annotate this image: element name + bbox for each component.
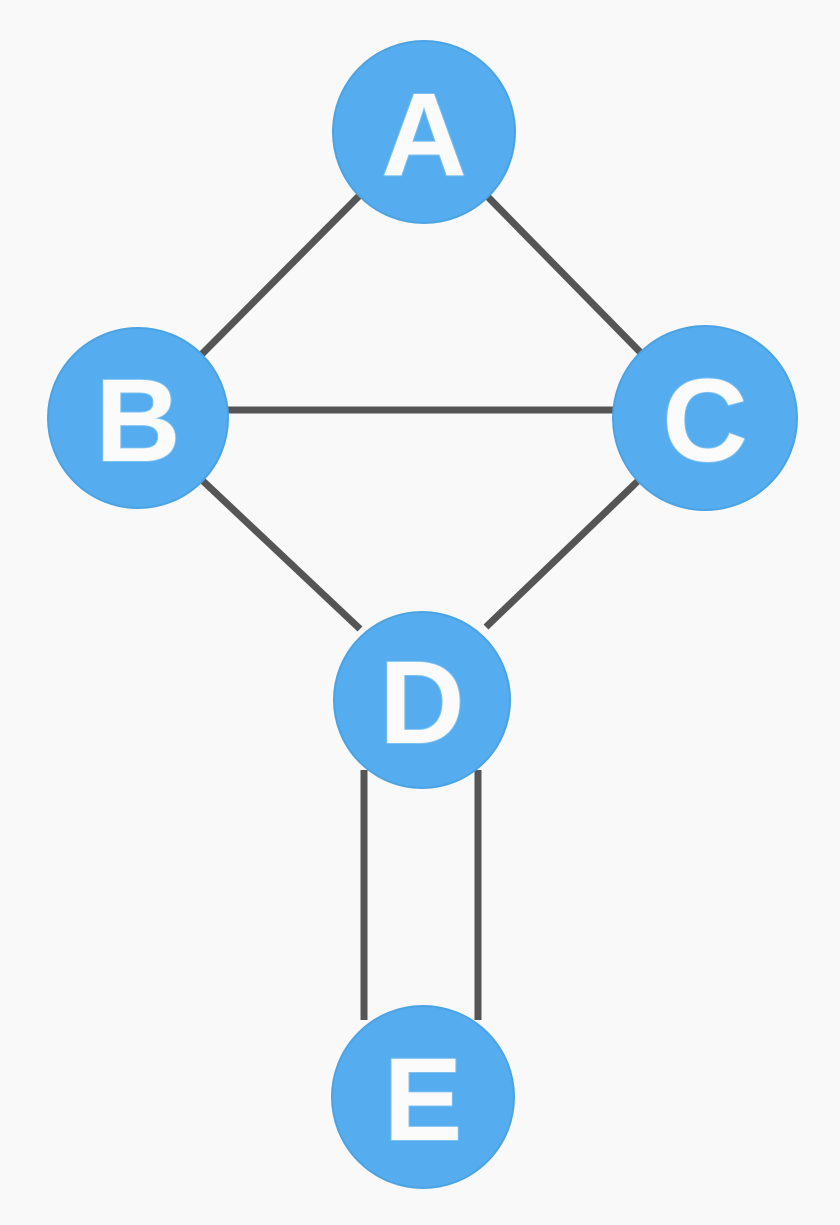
graph-edge-a-b <box>199 193 362 357</box>
graph-node-e[interactable]: E <box>331 1005 515 1189</box>
graph-node-c[interactable]: C <box>612 325 798 511</box>
node-circle-e[interactable] <box>331 1005 515 1189</box>
graph-node-a[interactable]: A <box>332 40 516 224</box>
node-layer: A B C D E <box>47 40 798 1189</box>
graph-edge-b-d <box>200 478 363 632</box>
node-circle-c[interactable] <box>612 325 798 511</box>
node-circle-d[interactable] <box>333 611 511 789</box>
node-label-a: A <box>381 69 466 201</box>
graph-edge-a-c <box>485 194 644 356</box>
graph-node-d[interactable]: D <box>333 611 511 789</box>
node-label-d: D <box>379 637 464 769</box>
node-label-b: B <box>95 355 180 487</box>
node-circle-a[interactable] <box>332 40 516 224</box>
node-label-e: E <box>384 1034 463 1166</box>
edge-layer <box>199 193 644 1020</box>
graph-node-b[interactable]: B <box>47 327 229 509</box>
node-label-c: C <box>662 355 747 487</box>
graph-edge-c-d <box>483 476 643 630</box>
node-circle-b[interactable] <box>47 327 229 509</box>
